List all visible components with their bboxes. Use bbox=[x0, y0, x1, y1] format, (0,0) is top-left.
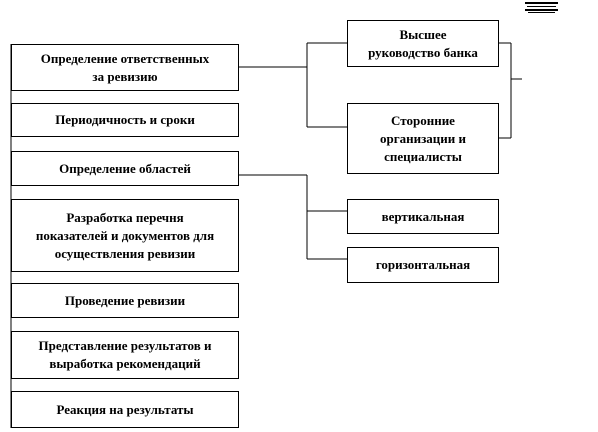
corner-mark-icon bbox=[525, 2, 558, 13]
box-external: Сторонние организации и специалисты bbox=[347, 103, 499, 174]
box-indicators: Разработка перечня показателей и докумен… bbox=[11, 199, 239, 272]
box-responsible: Определение ответственных за ревизию bbox=[11, 44, 239, 91]
box-horizontal: горизонтальная bbox=[347, 247, 499, 283]
box-periodicity: Периодичность и сроки bbox=[11, 103, 239, 137]
box-conduct: Проведение ревизии bbox=[11, 283, 239, 318]
box-management: Высшее руководство банка bbox=[347, 20, 499, 67]
box-areas: Определение областей bbox=[11, 151, 239, 186]
box-reaction: Реакция на результаты bbox=[11, 391, 239, 428]
box-vertical: вертикальная bbox=[347, 199, 499, 234]
box-results: Представление результатов и выработка ре… bbox=[11, 331, 239, 379]
